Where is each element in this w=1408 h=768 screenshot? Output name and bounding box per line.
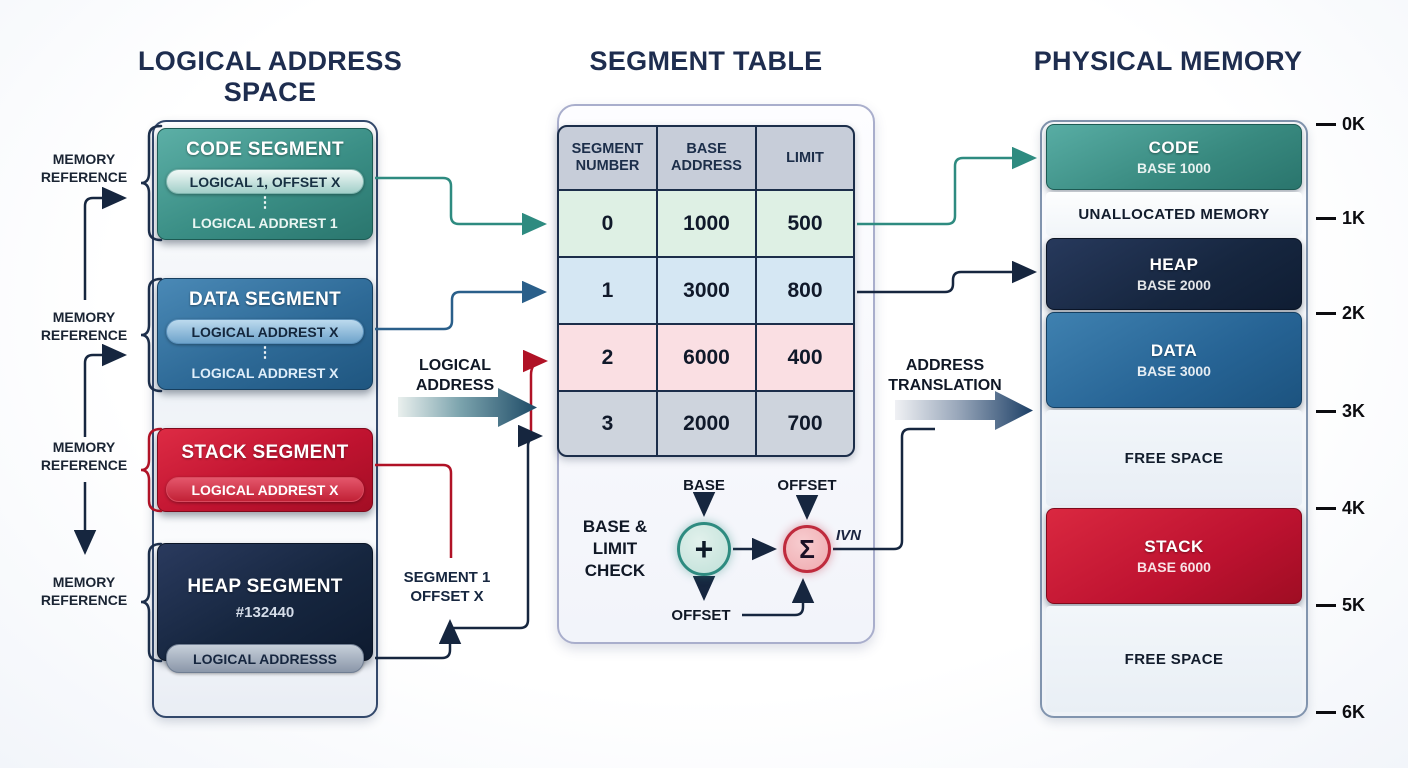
code-segment-title: CODE SEGMENT bbox=[186, 139, 344, 160]
logical-address-label: LOGICAL ADDRESS bbox=[415, 357, 495, 394]
data-segment-pill: LOGICAL ADDREST X bbox=[166, 319, 364, 344]
base-limit-check-label: BASE & LIMIT CHECK bbox=[582, 517, 648, 580]
base-input-label: BASE bbox=[683, 477, 725, 494]
ellipsis: ⋮ bbox=[257, 344, 273, 361]
table-header-limit: LIMIT bbox=[757, 127, 853, 191]
ellipsis: ⋮ bbox=[257, 194, 273, 211]
memory-reference-label: MEMORY REFERENCE bbox=[40, 439, 128, 473]
tick-dash bbox=[1316, 711, 1336, 714]
code-segment-footer: LOGICAL ADDREST 1 bbox=[192, 215, 338, 231]
table-cell: 500 bbox=[757, 191, 853, 258]
table-cell: 2000 bbox=[658, 392, 757, 455]
tick-dash bbox=[1316, 507, 1336, 510]
tick-label: 1K bbox=[1342, 208, 1366, 228]
data-segment-title: DATA SEGMENT bbox=[188, 289, 342, 310]
heap-segment-subtitle: #132440 bbox=[235, 604, 295, 621]
table-header-segment-number: SEGMENT NUMBER bbox=[559, 127, 658, 191]
code-segment-block: CODE SEGMENT LOGICAL 1, OFFSET X ⋮ LOGIC… bbox=[157, 128, 373, 240]
physical-block-code: CODE BASE 1000 bbox=[1046, 124, 1302, 190]
table-cell: 800 bbox=[757, 258, 853, 325]
memref-arrow-code bbox=[83, 186, 127, 300]
plus-adder-node: + bbox=[677, 522, 731, 576]
connector-code-to-row0 bbox=[375, 176, 547, 236]
physical-block-unallocated: UNALLOCATED MEMORY bbox=[1046, 192, 1302, 236]
code-segment-pill: LOGICAL 1, OFFSET X bbox=[166, 169, 364, 194]
tick-label: 6K bbox=[1342, 702, 1366, 722]
tick-label: 2K bbox=[1342, 303, 1366, 323]
heap-segment-title: HEAP SEGMENT bbox=[187, 576, 343, 597]
table-cell: 6000 bbox=[658, 325, 757, 392]
table-cell: 1 bbox=[559, 258, 658, 325]
stack-segment-block: STACK SEGMENT LOGICAL ADDREST X bbox=[157, 428, 373, 512]
connector-row0-to-code bbox=[857, 146, 1037, 226]
physical-block-stack: STACK BASE 6000 bbox=[1046, 508, 1302, 604]
connector-stack-down bbox=[375, 463, 453, 558]
connector-red-to-row2 bbox=[523, 349, 548, 434]
tick-label: 0K bbox=[1342, 114, 1366, 134]
segment-offset-label: SEGMENT 1 OFFSET X bbox=[403, 569, 491, 605]
table-cell: 1000 bbox=[658, 191, 757, 258]
physical-block-data: DATA BASE 3000 bbox=[1046, 312, 1302, 408]
tick-dash bbox=[1316, 123, 1336, 126]
stack-segment-title: STACK SEGMENT bbox=[181, 442, 349, 463]
data-segment-footer: LOGICAL ADDREST X bbox=[191, 365, 339, 381]
table-cell: 3 bbox=[559, 392, 658, 455]
tick-dash bbox=[1316, 604, 1336, 607]
data-segment-block: DATA SEGMENT LOGICAL ADDREST X ⋮ LOGICAL… bbox=[157, 278, 373, 390]
table-header-base-address: BASE ADDRESS bbox=[658, 127, 757, 191]
sigma-sum-node: Σ bbox=[783, 525, 831, 573]
table-cell: 3000 bbox=[658, 258, 757, 325]
title-segment-table: SEGMENT TABLE bbox=[589, 46, 823, 76]
connector-row1-to-heap bbox=[857, 260, 1037, 294]
physical-block-free-space: FREE SPACE bbox=[1046, 410, 1302, 506]
title-logical-address-space: LOGICAL ADDRESS SPACE bbox=[137, 46, 403, 107]
tick-label: 3K bbox=[1342, 401, 1366, 421]
offset-output-label: OFFSET bbox=[671, 607, 731, 624]
memory-reference-label: MEMORY REFERENCE bbox=[40, 574, 128, 608]
heap-segment-block: HEAP SEGMENT #132440 LOGICAL ADDRESSS bbox=[157, 543, 373, 673]
table-cell: 2 bbox=[559, 325, 658, 392]
stack-segment-pill: LOGICAL ADDREST X bbox=[166, 477, 364, 502]
physical-block-heap: HEAP BASE 2000 bbox=[1046, 238, 1302, 310]
memref-arrow-data bbox=[83, 343, 127, 437]
title-physical-memory: PHYSICAL MEMORY bbox=[1033, 46, 1303, 76]
tick-dash bbox=[1316, 312, 1336, 315]
tick-dash bbox=[1316, 217, 1336, 220]
segment-table: SEGMENT NUMBER BASE ADDRESS LIMIT 0 1000… bbox=[557, 125, 855, 457]
memory-reference-label: MEMORY REFERENCE bbox=[40, 309, 128, 343]
tick-dash bbox=[1316, 410, 1336, 413]
tick-label: 4K bbox=[1342, 498, 1366, 518]
sigma-output-label: IVN bbox=[836, 527, 862, 544]
memory-reference-label: MEMORY REFERENCE bbox=[40, 151, 128, 185]
table-cell: 700 bbox=[757, 392, 853, 455]
connector-data-to-row1 bbox=[375, 280, 547, 331]
address-translation-arrow bbox=[895, 391, 1033, 430]
tick-label: 5K bbox=[1342, 595, 1366, 615]
heap-segment-pill: LOGICAL ADDRESSS bbox=[166, 644, 364, 673]
address-translation-label: ADDRESS TRANSLATION bbox=[888, 357, 1002, 394]
connector-heap-up-to-label bbox=[375, 619, 462, 660]
offset-input-label: OFFSET bbox=[777, 477, 837, 494]
table-cell: 0 bbox=[559, 191, 658, 258]
physical-block-free-space: FREE SPACE bbox=[1046, 606, 1302, 712]
table-cell: 400 bbox=[757, 325, 853, 392]
